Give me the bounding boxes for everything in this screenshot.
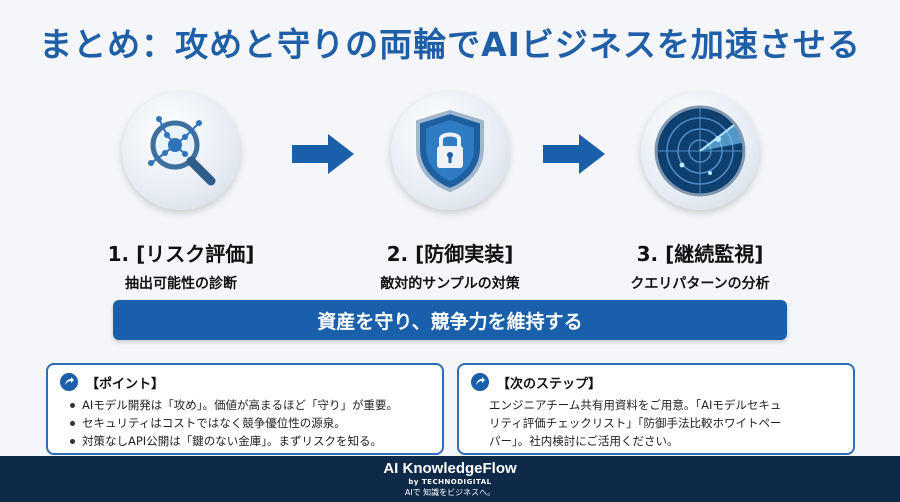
radar-icon xyxy=(641,92,759,210)
arrow-circle-icon xyxy=(60,373,78,391)
points-heading: 【ポイント】 xyxy=(86,376,165,392)
step-title: 3. [継続監視] xyxy=(636,242,764,266)
next-steps-card-header: 【次のステップ】 xyxy=(471,372,841,392)
step-title: 2. [防御実装] xyxy=(386,242,514,266)
step-continuous-monitoring: 3. [継続監視] クエリパターンの分析 xyxy=(580,92,820,293)
footer: AI KnowledgeFlow by TECHNODIGITAL AIで 知識… xyxy=(0,456,900,502)
text-line: エンジニアチーム共有用資料をご用意。「AIモデルセキュ xyxy=(489,398,782,412)
arrow-circle-icon xyxy=(471,373,489,391)
list-item: セキュリティはコストではなく競争優位性の源泉。 xyxy=(70,414,430,432)
step-defense-implementation: 2. [防御実装] 敵対的サンプルの対策 xyxy=(330,92,570,293)
next-steps-card: 【次のステップ】 エンジニアチーム共有用資料をご用意。「AIモデルセキュ リティ… xyxy=(457,363,855,455)
list-item: 対策なしAPI公開は「鍵のない金庫」。まずリスクを知る。 xyxy=(70,432,430,450)
brand-logo: AI KnowledgeFlow xyxy=(383,460,517,477)
step-subtitle: 抽出可能性の診断 xyxy=(125,276,237,292)
shield-lock-icon xyxy=(391,92,509,210)
brand-byline: by TECHNODIGITAL xyxy=(408,478,492,486)
next-steps-heading: 【次のステップ】 xyxy=(497,376,602,392)
step-risk-assessment: 1. [リスク評価] 抽出可能性の診断 xyxy=(61,92,301,293)
step-subtitle: 敵対的サンプルの対策 xyxy=(380,276,520,292)
magnifier-network-icon xyxy=(122,92,240,210)
list-item: AIモデル開発は「攻め」。価値が高まるほど「守り」が重要。 xyxy=(70,396,430,414)
summary-banner: 資産を守り、競争力を維持する xyxy=(113,300,787,340)
points-card: 【ポイント】 AIモデル開発は「攻め」。価値が高まるほど「守り」が重要。 セキュ… xyxy=(46,363,444,455)
next-steps-text: エンジニアチーム共有用資料をご用意。「AIモデルセキュ リティ評価チェックリスト… xyxy=(471,396,841,450)
points-card-header: 【ポイント】 xyxy=(60,372,430,392)
step-subtitle: クエリパターンの分析 xyxy=(630,276,770,292)
process-steps: 1. [リスク評価] 抽出可能性の診断 2. [防御実装] 敵対的サンプルの対策 xyxy=(0,92,900,292)
points-list: AIモデル開発は「攻め」。価値が高まるほど「守り」が重要。 セキュリティはコスト… xyxy=(60,396,430,450)
text-line: リティ評価チェックリスト」「防御手法比較ホワイトペー xyxy=(489,416,782,430)
arrow-right-icon xyxy=(543,132,605,180)
step-title: 1. [リスク評価] xyxy=(107,242,255,266)
brand-tagline: AIで 知識をビジネスへ。 xyxy=(404,488,496,497)
arrow-right-icon xyxy=(292,132,354,180)
text-line: パー」。社内検討にご活用ください。 xyxy=(489,434,679,448)
page-title: まとめ：攻めと守りの両輪でAIビジネスを加速させる xyxy=(39,25,861,64)
